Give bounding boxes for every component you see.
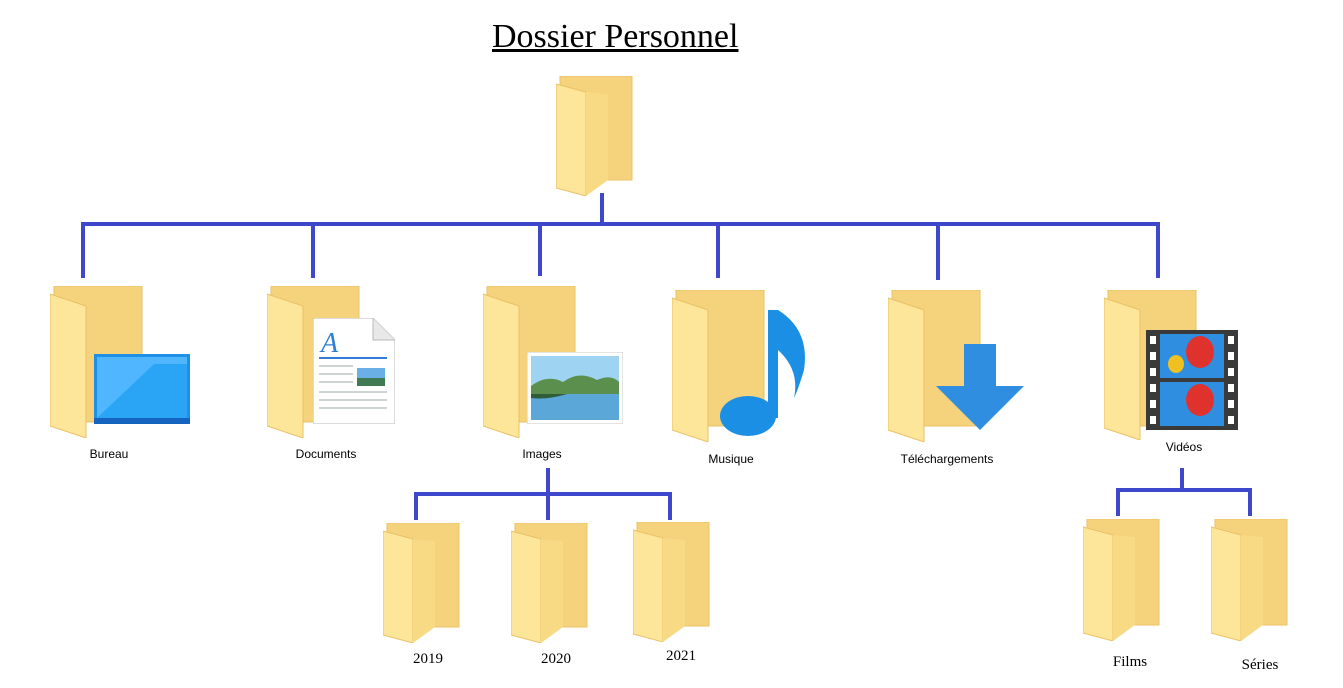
folder-icon [672, 290, 765, 442]
text-document-icon: A [313, 318, 395, 424]
folder-label: Séries [1241, 657, 1279, 673]
folder-icon [511, 523, 588, 643]
folder-label: Vidéos [1165, 440, 1203, 454]
folder-label: 2020 [541, 651, 571, 667]
root-folder[interactable] [556, 76, 640, 196]
landscape-picture-icon [527, 352, 623, 424]
folder-icon [633, 522, 710, 642]
folder-label: Films [1112, 654, 1148, 670]
folder-icon [1211, 519, 1288, 641]
film-strip-icon [1146, 330, 1238, 430]
folder-images[interactable] [483, 286, 623, 438]
folder-label: 2019 [413, 651, 443, 667]
folder-documents[interactable]: A [267, 286, 395, 438]
folder-icon [383, 523, 460, 643]
folder-films[interactable] [1083, 519, 1167, 641]
download-arrow-icon [936, 344, 1024, 430]
page-title: Dossier Personnel [492, 18, 739, 55]
folder-label: Musique [708, 452, 754, 466]
folder-bureau[interactable] [50, 286, 190, 438]
folder-label: Images [522, 447, 562, 461]
folder-label: 2021 [666, 648, 696, 664]
music-note-icon [720, 310, 805, 436]
folder-telechargements[interactable] [888, 290, 1024, 442]
folder-icon [1083, 519, 1160, 641]
folder-label: Bureau [89, 447, 129, 461]
folder-series[interactable] [1211, 519, 1295, 641]
folder-2021[interactable] [633, 522, 717, 642]
folder-musique[interactable] [672, 290, 805, 442]
svg-text:A: A [319, 328, 339, 359]
folder-icon [556, 76, 633, 196]
desktop-monitor-icon [94, 354, 190, 424]
folder-2019[interactable] [383, 523, 467, 643]
folder-label: Téléchargements [900, 452, 994, 466]
folder-label: Documents [295, 447, 357, 461]
folder-2020[interactable] [511, 523, 595, 643]
folder-videos[interactable] [1104, 290, 1238, 440]
